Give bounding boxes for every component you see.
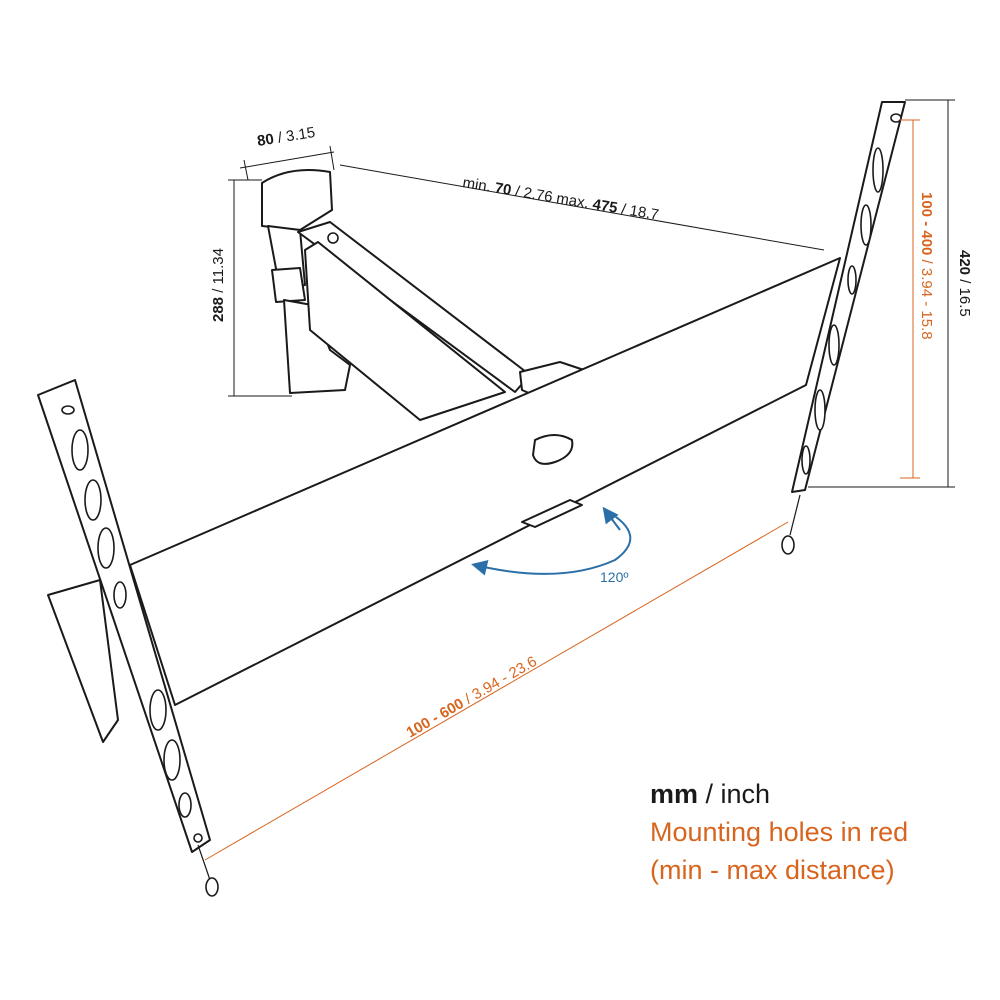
dim-wall-distance: min. 70 / 2.76 max. 475 / 18.7 bbox=[339, 164, 825, 251]
dim-rotation: 120º bbox=[471, 506, 632, 585]
swing-arm bbox=[297, 221, 591, 421]
rotation-label: 120º bbox=[600, 569, 628, 585]
svg-text:288 / 11.34: 288 / 11.34 bbox=[210, 248, 227, 322]
svg-text:min. 70 / 2.76 max. 475 / 18.7: min. 70 / 2.76 max. 475 / 18.7 bbox=[461, 174, 660, 224]
legend-distance-note: (min - max distance) bbox=[650, 855, 895, 885]
dim-plate-height: 420 / 16.5 bbox=[808, 99, 973, 488]
legend-mounting-holes: Mounting holes in red bbox=[650, 817, 909, 847]
dim-vertical-holes: 100 - 400 / 3.94 - 15.8 bbox=[900, 119, 935, 479]
plate-height-mm: 420 bbox=[956, 250, 973, 275]
wall-bracket bbox=[261, 169, 351, 394]
right-rail bbox=[781, 101, 906, 555]
dim-arm-height: 288 / 11.34 bbox=[210, 179, 292, 397]
svg-text:80 / 3.15: 80 / 3.15 bbox=[256, 124, 316, 150]
arm-height-mm: 288 bbox=[210, 297, 227, 322]
dim-arm-width: 80 / 3.15 bbox=[239, 124, 335, 181]
svg-text:420 / 16.5: 420 / 16.5 bbox=[956, 250, 973, 317]
left-rail bbox=[37, 379, 219, 897]
svg-text:100 - 600 / 3.94 - 23.6: 100 - 600 / 3.94 - 23.6 bbox=[404, 653, 540, 742]
arm-width-mm: 80 bbox=[256, 131, 275, 150]
tv-panel bbox=[129, 257, 841, 706]
legend: mm / inch Mounting holes in red (min - m… bbox=[650, 775, 990, 889]
legend-units: mm / inch bbox=[650, 779, 771, 809]
svg-text:100 - 400 / 3.94 - 15.8: 100 - 400 / 3.94 - 15.8 bbox=[918, 192, 935, 340]
